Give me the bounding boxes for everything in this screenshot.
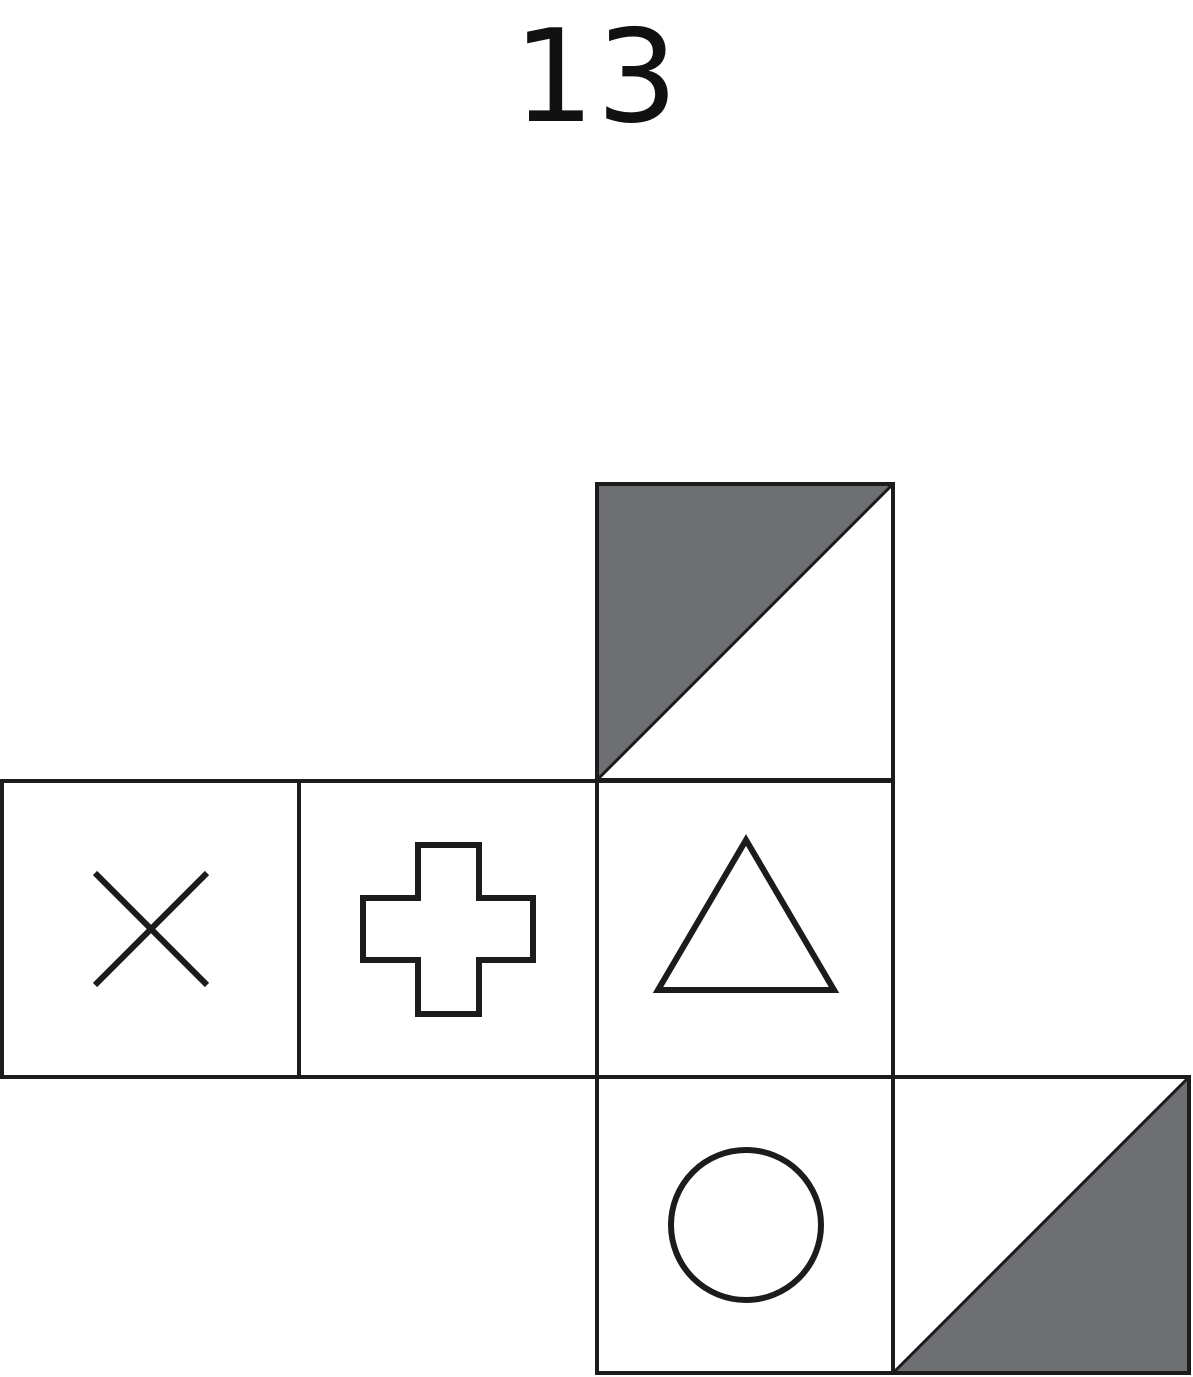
face-diagonal (595, 482, 895, 782)
face-triangle (595, 779, 895, 1079)
face-border (891, 1075, 1191, 1375)
face-cross (0, 779, 301, 1079)
face-border (297, 779, 599, 1079)
face-diagonal (891, 1075, 1191, 1375)
face-border (595, 1075, 895, 1375)
circle-outline-icon (668, 1147, 824, 1303)
face-plus (297, 779, 599, 1079)
triangle-outline-icon (652, 834, 840, 993)
puzzle-number: 13 (513, 3, 680, 152)
face-circle (595, 1075, 895, 1375)
x-mark-icon (92, 870, 210, 988)
face-top-shaded (595, 482, 895, 782)
face-border (595, 779, 895, 1079)
face-bottom-shaded (891, 1075, 1191, 1375)
plus-outline-icon (360, 842, 536, 1017)
